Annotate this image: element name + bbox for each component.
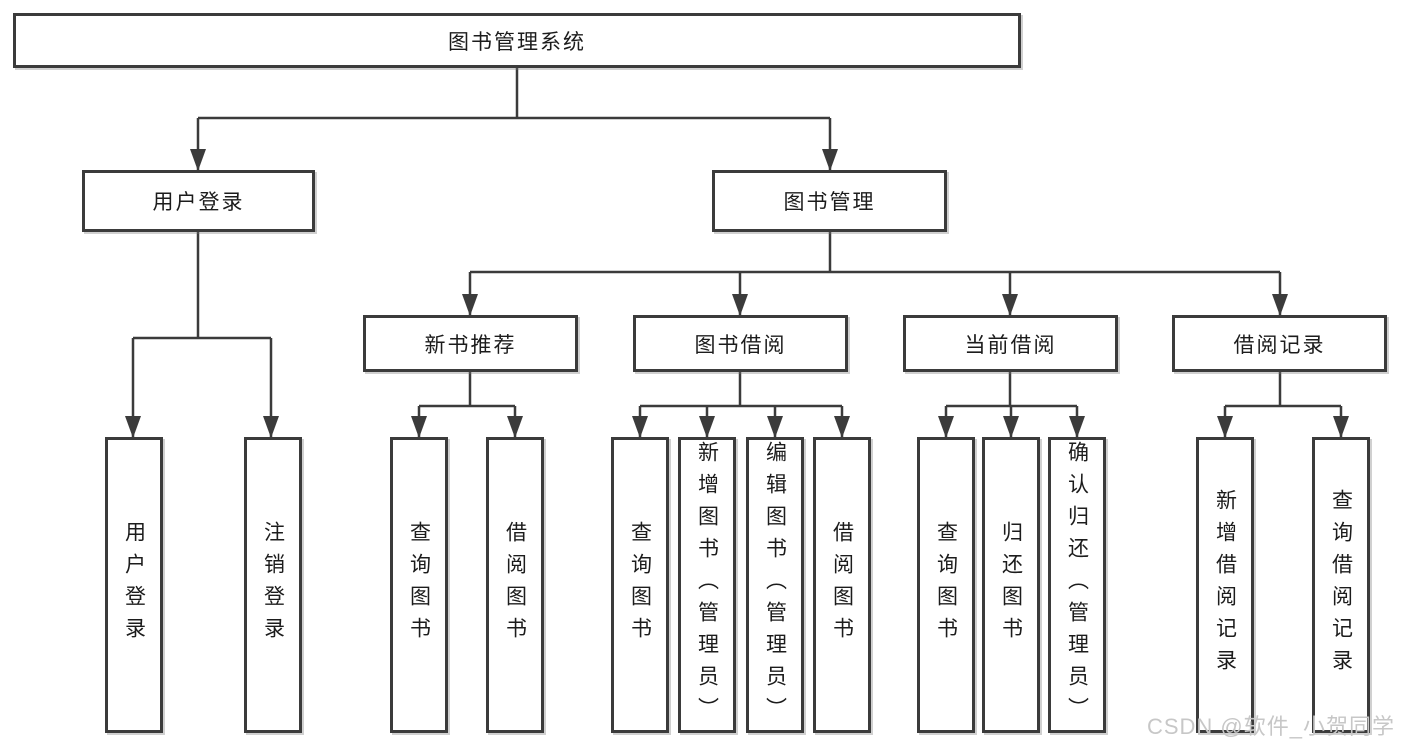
node-new-book-recommend: 新书推荐 (363, 315, 578, 372)
leaf-logout: 注销登录 (244, 437, 302, 733)
node-label: 图书借阅 (694, 333, 787, 357)
node-label: 用户登录 (122, 521, 146, 649)
arrowhead-down (190, 149, 206, 171)
node-label: 用户登录 (152, 191, 245, 214)
arrowhead-down (1002, 294, 1018, 316)
leaf-query-books-current: 查询图书 (917, 437, 975, 733)
node-label: 编辑图书（管理员） (763, 441, 787, 729)
node-label: 借阅图书 (503, 521, 527, 649)
node-label: 归还图书 (999, 521, 1023, 649)
arrowhead-down (1069, 416, 1085, 438)
node-label: 图书管理系统 (448, 30, 586, 54)
node-borrowing-records: 借阅记录 (1172, 315, 1387, 372)
leaf-query-books-recommend: 查询图书 (390, 437, 448, 733)
leaf-borrow-books: 借阅图书 (813, 437, 871, 733)
connector-paths (131, 68, 1343, 437)
arrowhead-down (125, 416, 141, 438)
node-book-management: 图书管理 (712, 170, 947, 232)
node-label: 查询图书 (934, 521, 958, 649)
arrowhead-down (732, 294, 748, 316)
node-current-borrowing: 当前借阅 (903, 315, 1118, 372)
arrowhead-down (507, 416, 523, 438)
connector-login-to-leaves (131, 232, 273, 437)
arrowhead-down (1272, 294, 1288, 316)
arrowhead-down (632, 416, 648, 438)
arrowhead-down (834, 416, 850, 438)
arrowhead-down (938, 416, 954, 438)
node-book-borrowing: 图书借阅 (633, 315, 848, 372)
leaf-return-books: 归还图书 (982, 437, 1040, 733)
node-label: 借阅图书 (830, 521, 854, 649)
leaf-query-books-borrow: 查询图书 (611, 437, 669, 733)
arrowhead-down (767, 416, 783, 438)
node-label: 查询图书 (407, 521, 431, 649)
node-label: 新书推荐 (424, 333, 517, 357)
arrowhead-down (822, 149, 838, 171)
leaf-edit-books-admin: 编辑图书（管理员） (746, 437, 804, 733)
leaf-confirm-return-admin: 确认归还（管理员） (1048, 437, 1106, 733)
leaf-user-login: 用户登录 (105, 437, 163, 733)
arrowhead-down (462, 294, 478, 316)
connector-recommend-to-leaves (417, 372, 517, 437)
connector-root-to-level2 (196, 68, 832, 170)
node-label: 图书管理 (783, 191, 876, 214)
node-label: 查询图书 (628, 521, 652, 649)
node-label: 查询借阅记录 (1329, 489, 1353, 681)
arrowhead-down (263, 416, 279, 438)
leaf-add-books-admin: 新增图书（管理员） (678, 437, 736, 733)
node-label: 新增借阅记录 (1213, 489, 1237, 681)
arrowhead-down (411, 416, 427, 438)
leaf-add-borrow-record: 新增借阅记录 (1196, 437, 1254, 733)
csdn-watermark: CSDN @软件_小贺同学 (1146, 714, 1395, 739)
connector-record-to-leaves (1223, 372, 1343, 437)
leaf-query-borrow-record: 查询借阅记录 (1312, 437, 1370, 733)
connector-management-to-level3 (468, 232, 1282, 315)
arrowhead-down (1217, 416, 1233, 438)
arrowhead-down (1003, 416, 1019, 438)
arrowhead-down (699, 416, 715, 438)
connector-borrow-to-leaves (638, 372, 844, 437)
node-label: 当前借阅 (964, 333, 1057, 357)
arrowhead-down (1333, 416, 1349, 438)
arrowheads (125, 149, 1349, 438)
node-label: 借阅记录 (1233, 333, 1326, 357)
leaf-borrow-books-recommend: 借阅图书 (486, 437, 544, 733)
node-label: 新增图书（管理员） (695, 441, 719, 729)
node-label: 注销登录 (261, 521, 285, 649)
node-label: 确认归还（管理员） (1065, 441, 1089, 729)
node-user-login: 用户登录 (82, 170, 315, 232)
node-library-management-system: 图书管理系统 (13, 13, 1021, 68)
